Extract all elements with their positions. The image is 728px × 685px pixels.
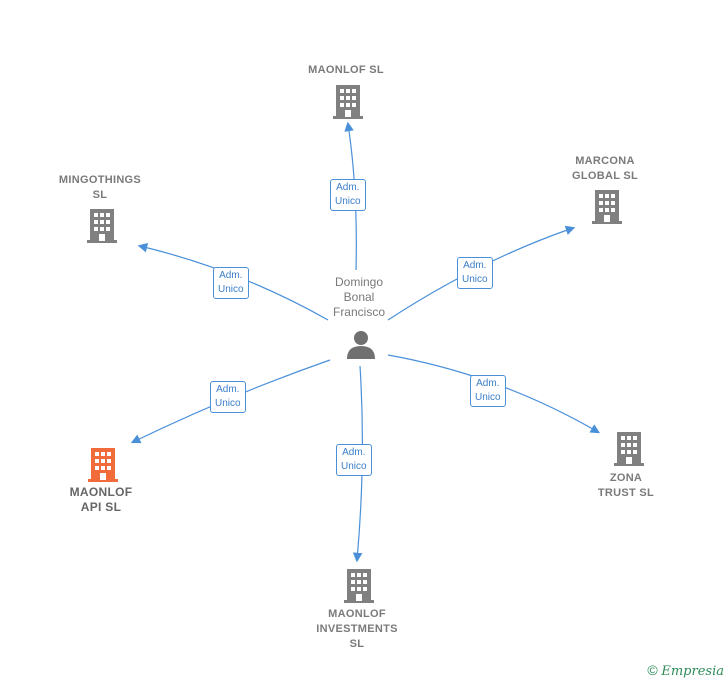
person-icon[interactable] — [346, 329, 376, 359]
building-icon[interactable] — [333, 85, 363, 119]
edge-label-zona-trust-sl: Adm.Unico — [470, 375, 506, 407]
building-icon[interactable] — [614, 432, 644, 466]
building-icon[interactable] — [344, 569, 374, 603]
brand-logo: Empresia — [661, 664, 724, 679]
edge-label-maonlof-investments-sl: Adm.Unico — [336, 444, 372, 476]
edge-label-maonlof-sl: Adm.Unico — [330, 179, 366, 211]
edge-label-marcona-global-sl: Adm.Unico — [457, 257, 493, 289]
edge-label-maonlof-api-sl: Adm.Unico — [210, 381, 246, 413]
copyright-icon: © — [647, 662, 658, 678]
footer-brand: © Empresia — [647, 662, 724, 679]
building-icon[interactable] — [87, 209, 117, 243]
company-label-maonlof-sl[interactable]: MAONLOF SL — [308, 64, 384, 76]
building-icon-highlighted[interactable] — [88, 448, 118, 482]
edge-label-mingothings-sl: Adm.Unico — [213, 267, 249, 299]
building-icon[interactable] — [592, 190, 622, 224]
